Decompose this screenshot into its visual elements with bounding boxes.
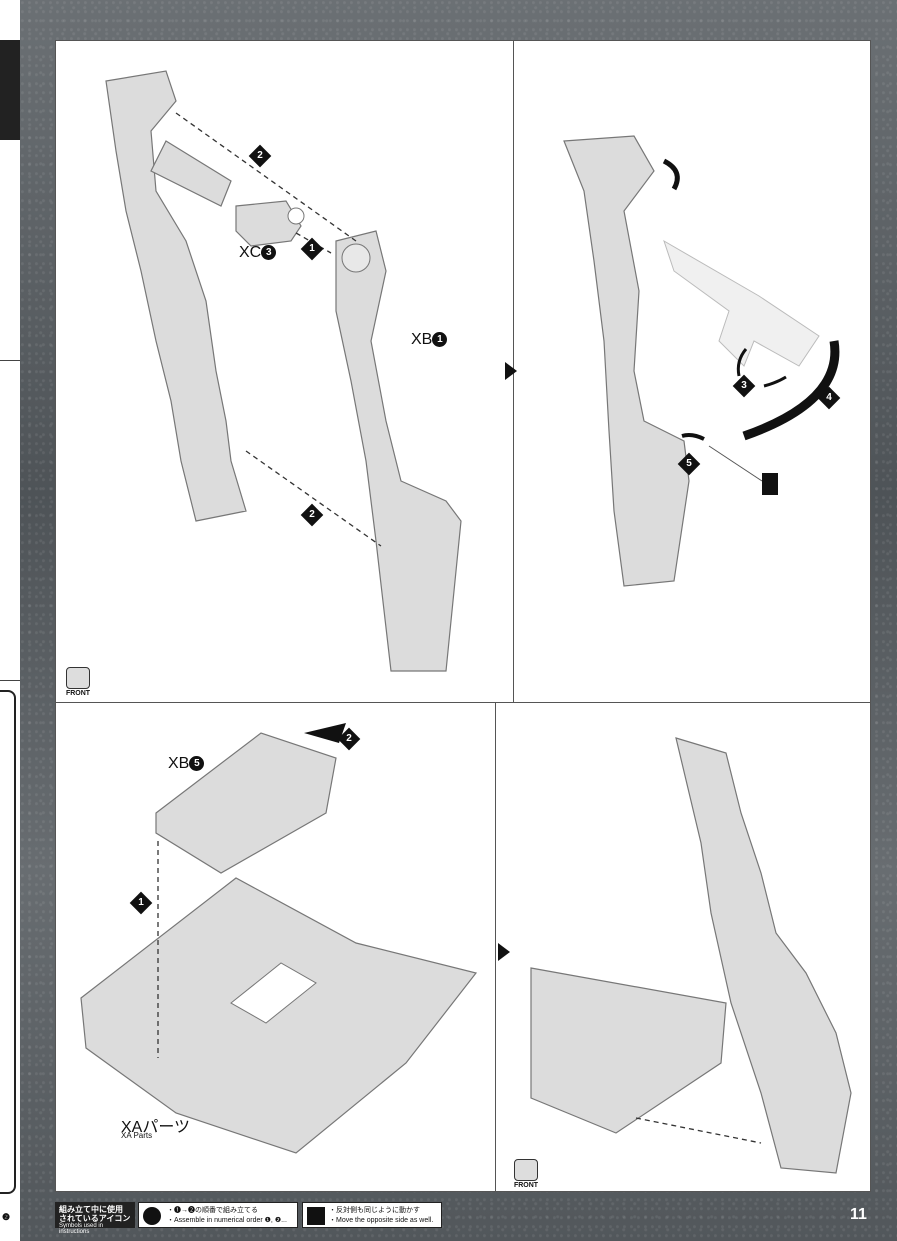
- step-marker: 2: [337, 727, 361, 751]
- opposite-side-icon: [307, 1207, 325, 1225]
- step-marker: 3: [732, 374, 756, 398]
- edge-divider: [0, 360, 20, 361]
- step-panel-completed: FRONT: [495, 702, 871, 1192]
- parts-label-xa: XAパーツ: [121, 1119, 191, 1136]
- parts-label-xa-en: XA Parts: [121, 1131, 153, 1140]
- next-step-arrow: [505, 362, 517, 380]
- step-marker: 1: [300, 237, 324, 261]
- step-marker: 4: [817, 386, 841, 410]
- front-indicator: FRONT: [64, 667, 92, 697]
- page-number: 11: [850, 1206, 867, 1223]
- legend-order-item: ・❶→❷の順番で組み立てる ・Assemble in numerical ord…: [138, 1202, 298, 1228]
- front-icon: [514, 1159, 538, 1181]
- step-panel-rotate-arm: 3 4 5: [513, 40, 871, 704]
- previous-page-edge: [0, 0, 20, 1241]
- next-step-arrow: [498, 943, 510, 961]
- numbered-step-icon: [143, 1207, 161, 1225]
- step-marker: 2: [248, 144, 272, 168]
- base-assembly-illustration: [80, 723, 478, 1154]
- previous-page-marker: ❷: [2, 1212, 11, 1222]
- step-marker: 1: [129, 891, 153, 915]
- completed-stand-illustration: [530, 737, 852, 1174]
- step-marker: 2: [300, 503, 324, 527]
- edge-divider: [0, 680, 20, 681]
- step-marker: 5: [677, 452, 701, 476]
- edge-frame: [0, 690, 16, 1194]
- front-indicator: FRONT: [512, 1159, 540, 1189]
- arm-rotation-illustration: [563, 135, 840, 587]
- arm-assembly-illustration: [105, 70, 462, 672]
- edge-dark-block: [0, 40, 20, 140]
- front-icon: [66, 667, 90, 689]
- legend-opposite-item: ・反対側も同じように動かす ・Move the opposite side as…: [302, 1202, 442, 1228]
- opposite-side-icon: [762, 473, 778, 495]
- icon-legend-title: 組み立て中に使用 されているアイコン Symbols used in instr…: [55, 1202, 135, 1235]
